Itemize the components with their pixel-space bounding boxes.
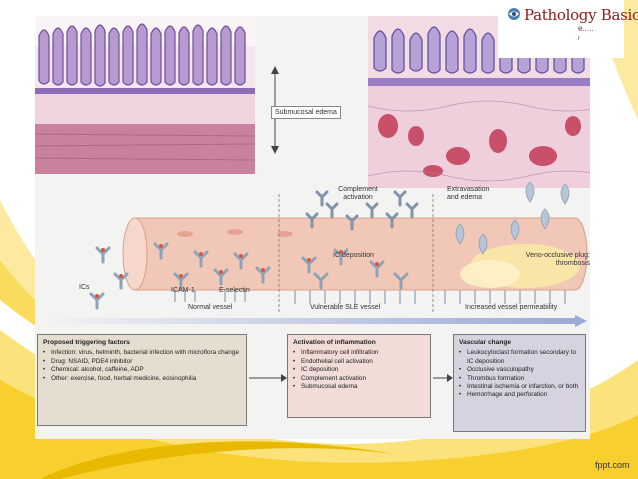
pathology-basics-logo: Pathology Basics e..... r [498, 0, 638, 58]
eselectin-label: E-selectin [219, 287, 250, 294]
stage-vulnerable: Vulnerable SLE vessel [310, 304, 381, 311]
logo-subtitle-2: r [578, 36, 580, 42]
microscope-icon [508, 8, 520, 20]
figure-panel: Submucosal edema [35, 16, 590, 439]
complement-label: Complement activation [338, 186, 378, 201]
vessel-diagram [35, 181, 588, 327]
vessel-opening [122, 217, 148, 291]
stage-permeable: Increased vessel permeability [465, 304, 558, 311]
arrow-1 [249, 374, 287, 382]
triggers-item: Infection: virus, helminth, bacterial in… [43, 349, 241, 358]
progression-arrow [35, 318, 575, 324]
extravasation-label: Extravasation and edema [447, 186, 490, 201]
adhesion-molecules [174, 290, 566, 304]
vascular-item: Leukocytoclast formation secondary to IC… [459, 349, 580, 366]
footer-credit: fppt.com [595, 460, 630, 470]
vascular-list: Leukocytoclast formation secondary to IC… [459, 349, 580, 400]
extravasation-droplets [455, 181, 570, 255]
triggers-item: Chemical: alcohol, caffeine, ADP [43, 366, 241, 375]
triggers-item: Drug: NSAID, PDE4 inhibitor [43, 358, 241, 367]
inflammation-list: Inflammatory cell infiltration Endotheli… [293, 349, 425, 391]
histology-normal-image [35, 16, 255, 174]
veno-label: Veno-occlusive plug: thrombosis [525, 252, 590, 267]
triggers-title: Proposed triggering factors [43, 339, 130, 346]
arrow-2 [433, 374, 453, 382]
inflammation-box: Activation of inflammation Inflammatory … [287, 334, 431, 418]
vascular-title: Vascular change [459, 339, 512, 346]
immune-complexes [89, 242, 409, 310]
inflammation-item: Endothelial cell activation [293, 358, 425, 367]
inflammation-item: Inflammatory cell infiltration [293, 349, 425, 358]
triggers-list: Infection: virus, helminth, bacterial in… [43, 349, 241, 383]
inflammation-title: Activation of inflammation [293, 339, 376, 346]
inflammation-item: Complement activation [293, 375, 425, 384]
inflammation-item: Submucosal edema [293, 383, 425, 392]
logo-subtitle: e..... [578, 24, 594, 33]
ic-deposition-label: IC deposition [333, 252, 374, 259]
logo-title: Pathology Basics [524, 6, 638, 24]
complement-complexes [305, 190, 419, 231]
vascular-box: Vascular change Leukocytoclast formation… [453, 334, 586, 432]
vascular-item: Hemorrhage and perforation [459, 391, 580, 400]
triggers-item: Other: exercise, food, herbal medicine, … [43, 375, 241, 384]
edema-label: Submucosal edema [271, 106, 341, 119]
vascular-item: Occlusive vasculopathy [459, 366, 580, 375]
icam-label: ICAM-1 [171, 287, 195, 294]
inflammation-item: IC deposition [293, 366, 425, 375]
triggers-box: Proposed triggering factors Infection: v… [37, 334, 247, 426]
vascular-item: Thrombus formation [459, 375, 580, 384]
stage-normal: Normal vessel [188, 304, 233, 311]
vascular-item: Intestinal ischemia or infarction, or bo… [459, 383, 580, 392]
ics-label: ICs [79, 284, 90, 291]
